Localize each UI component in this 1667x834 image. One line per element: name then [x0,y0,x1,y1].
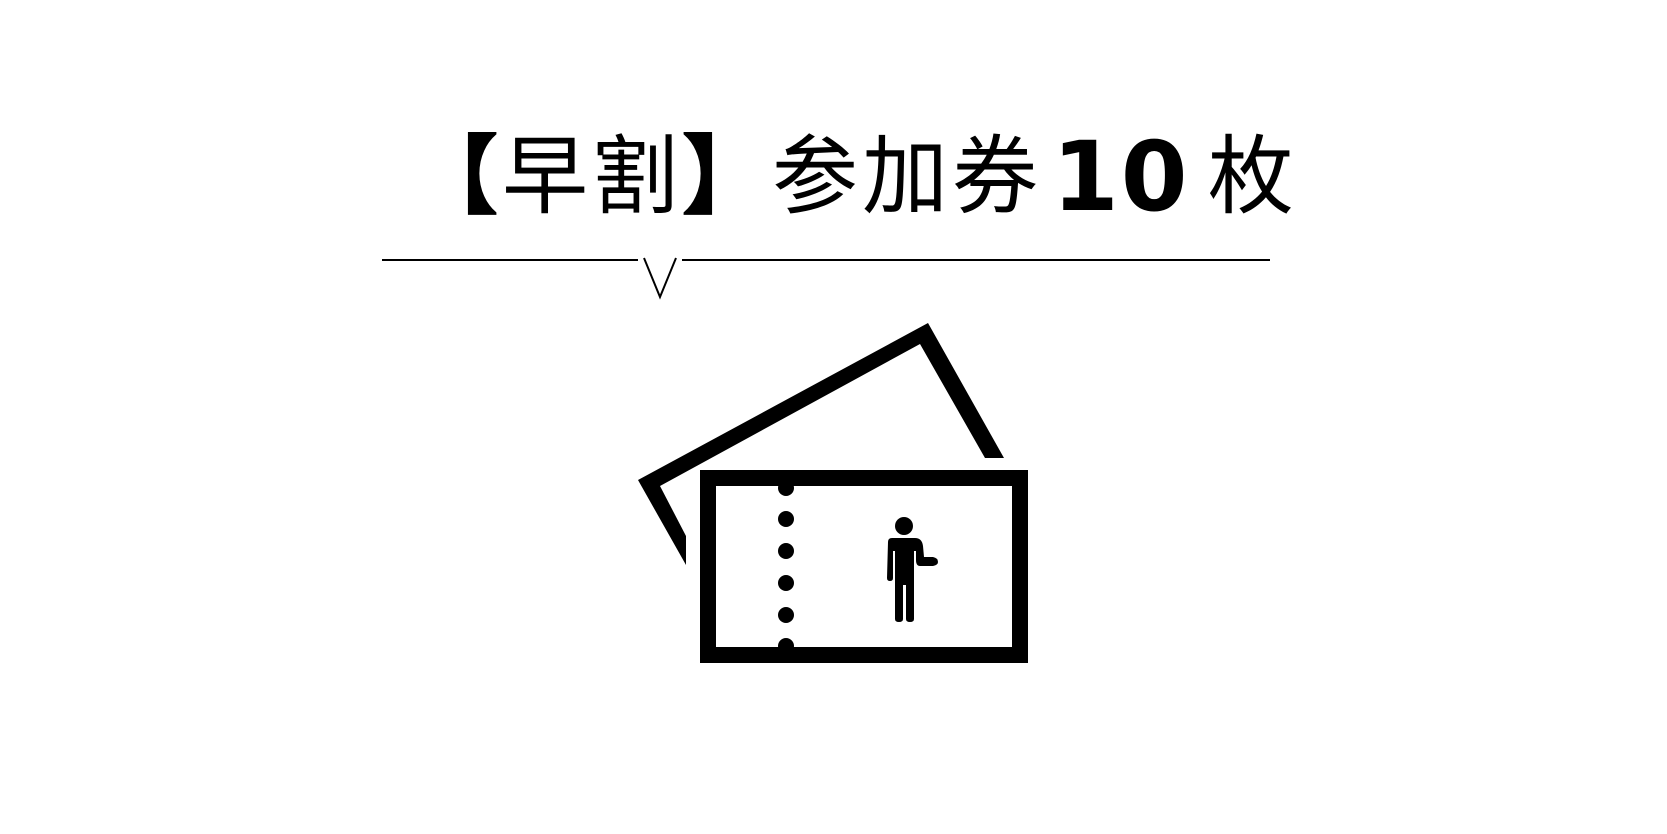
bracket-close: 】 [682,127,772,227]
ticket-front [700,470,1028,663]
ticket-quantity: 10 [1052,121,1190,233]
ticket-outline-icon [638,323,1004,565]
page-title: 【 早割 】 参加券 10 枚 [412,121,1294,233]
bracket-open: 【 [412,127,502,227]
ticket-unit: 枚 [1207,127,1298,227]
divider-left [382,259,638,261]
early-bird-label: 早割 [502,127,682,227]
ticket-label: 参加券 [772,127,1042,227]
chevron-down-icon [643,257,677,300]
perforation-dots [778,480,794,654]
person-icon [887,517,938,622]
divider-right [682,259,1270,261]
